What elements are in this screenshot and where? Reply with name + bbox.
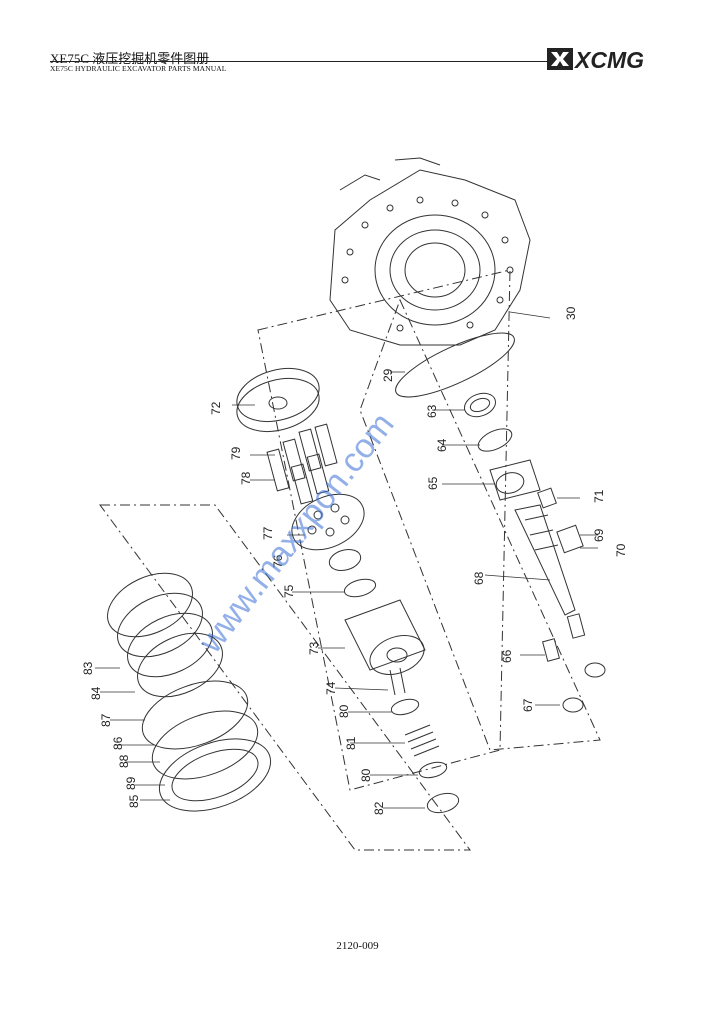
part-74-pin bbox=[389, 669, 396, 696]
motor-housing bbox=[329, 157, 531, 346]
logo-text: XCMG bbox=[573, 47, 644, 73]
label-83: 83 bbox=[81, 661, 95, 675]
part-76-guide bbox=[328, 548, 362, 572]
part-73-cylinder bbox=[344, 599, 426, 671]
label-64: 64 bbox=[435, 438, 449, 452]
label-78: 78 bbox=[239, 471, 253, 485]
label-77: 77 bbox=[261, 526, 275, 540]
label-63: 63 bbox=[425, 404, 439, 418]
label-70: 70 bbox=[614, 543, 628, 557]
label-75: 75 bbox=[282, 584, 296, 598]
part-75-ring bbox=[343, 578, 377, 598]
label-82: 82 bbox=[372, 801, 386, 815]
brake-group-box bbox=[99, 504, 471, 851]
part-87-ring bbox=[141, 680, 249, 750]
label-68: 68 bbox=[472, 571, 486, 585]
part-67-cap bbox=[562, 697, 584, 713]
label-67: 67 bbox=[521, 698, 535, 712]
part-78-79-pistons bbox=[266, 423, 338, 505]
label-86: 86 bbox=[111, 736, 125, 750]
part-86-ring bbox=[151, 710, 259, 780]
label-66: 66 bbox=[500, 649, 514, 663]
label-81: 81 bbox=[344, 736, 358, 750]
manual-title: XE75C 液压挖掘机零件图册 bbox=[50, 51, 210, 66]
label-71: 71 bbox=[592, 489, 606, 503]
label-74: 74 bbox=[324, 681, 338, 695]
shaft-group-box bbox=[359, 298, 601, 751]
label-73: 73 bbox=[307, 641, 321, 655]
page-number: 2120-009 bbox=[336, 940, 379, 952]
part-71-spring bbox=[537, 487, 557, 509]
part-80-washer bbox=[390, 698, 420, 716]
label-89: 89 bbox=[124, 776, 138, 790]
label-72: 72 bbox=[209, 401, 223, 415]
label-79: 79 bbox=[229, 446, 243, 460]
part-68-shaft bbox=[514, 504, 576, 616]
part-65-bearing bbox=[489, 459, 541, 501]
part-77-retainer bbox=[291, 493, 365, 551]
label-87: 87 bbox=[99, 713, 113, 727]
part-81-spring bbox=[404, 724, 440, 757]
xcmg-logo: XCMG bbox=[547, 47, 644, 73]
part-66-pin bbox=[542, 638, 560, 662]
header-rule bbox=[50, 61, 550, 62]
label-69: 69 bbox=[592, 528, 606, 542]
part-69-plug bbox=[556, 524, 584, 554]
label-76: 76 bbox=[271, 554, 285, 568]
label-65: 65 bbox=[426, 476, 440, 490]
part-63-bearing bbox=[464, 392, 496, 418]
manual-subtitle: XE75C HYDRAULIC EXCAVATOR PARTS MANUAL bbox=[50, 64, 227, 73]
label-84: 84 bbox=[89, 686, 103, 700]
part-29-oring bbox=[395, 332, 515, 398]
part-82-snapring bbox=[426, 792, 460, 814]
label-88: 88 bbox=[117, 754, 131, 768]
part-83-84-brake-discs bbox=[107, 572, 223, 698]
label-80a: 80 bbox=[337, 704, 351, 718]
part-85-piston bbox=[158, 738, 272, 812]
label-80b: 80 bbox=[359, 768, 373, 782]
part-64-snapring bbox=[477, 428, 513, 452]
label-30: 30 bbox=[564, 306, 578, 320]
label-29: 29 bbox=[381, 368, 395, 382]
label-85: 85 bbox=[127, 794, 141, 808]
